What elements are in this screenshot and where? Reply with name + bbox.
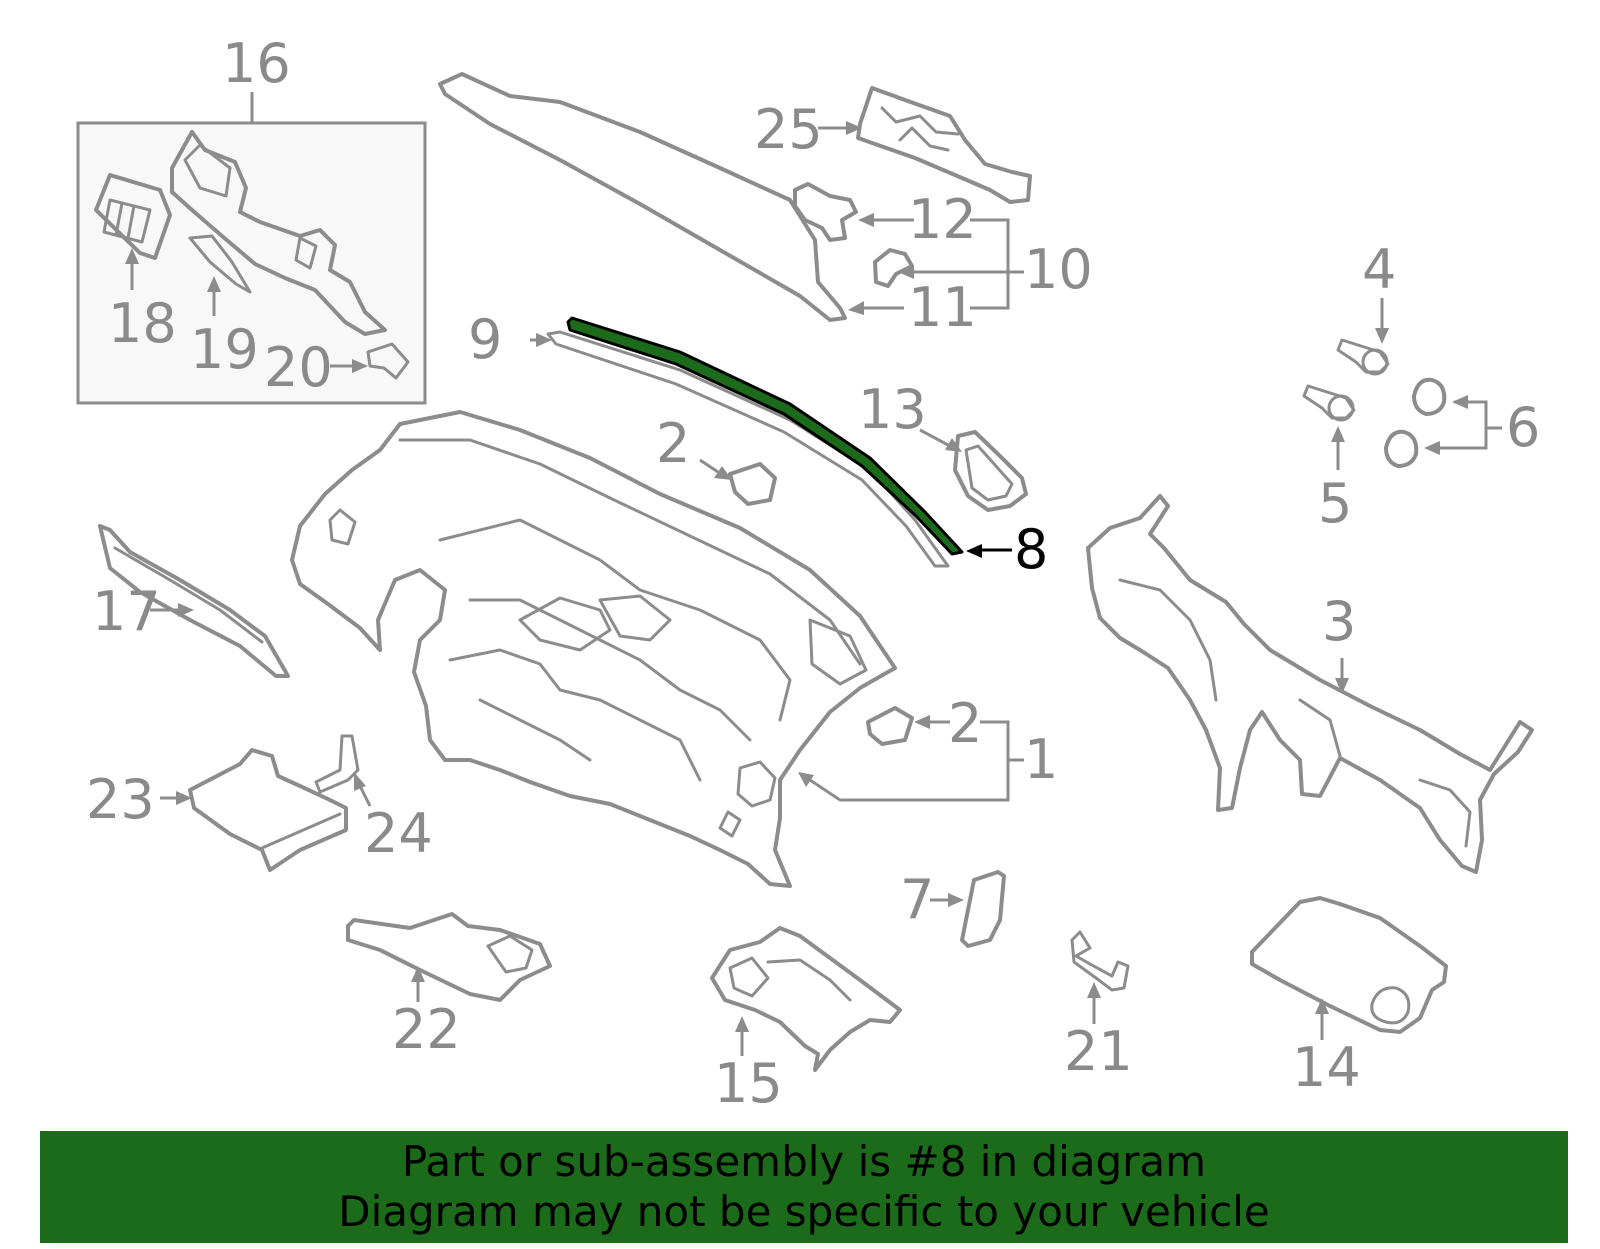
part-4-bolt [1336,338,1390,376]
callout-17: 17 [92,580,161,643]
callout-25: 25 [754,98,823,161]
part-7-trim [960,870,1006,948]
callout-10: 10 [1024,238,1093,301]
part-21-bracket [1070,930,1130,992]
part-23-duct [188,748,348,872]
callout-13: 13 [858,378,927,441]
callout-11: 11 [908,276,977,339]
callout-2-bottom: 2 [948,692,982,755]
part-12-clip [793,182,858,242]
callout-2-top: 2 [656,412,690,475]
callout-3: 3 [1322,590,1356,653]
callout-22: 22 [392,998,461,1061]
callout-12: 12 [908,188,977,251]
leader-lines [125,121,1502,1056]
part-2-clip-top [728,462,777,506]
callout-15: 15 [714,1052,783,1115]
banner-line-part: Part or sub-assembly is #8 in diagram [401,1137,1207,1186]
part-14-glovebox [1250,896,1448,1034]
part-1-instrument-panel [290,410,897,888]
part-25-bracket [856,86,1032,204]
callout-16: 16 [222,32,291,95]
callout-23: 23 [86,768,155,831]
callout-1: 1 [1024,728,1058,791]
callout-5: 5 [1318,472,1352,535]
part-top-cover [438,72,847,322]
part-9-strip [546,330,950,568]
part-11-clip [873,248,914,288]
part-24-bracket [314,734,360,794]
part-6-caps [1384,377,1447,468]
part-2-clip-bottom [866,706,914,746]
part-22-cover [346,912,552,1002]
callout-20: 20 [264,336,333,399]
callout-19: 19 [190,318,259,381]
callout-14: 14 [1292,1036,1361,1099]
notice-banner: Part or sub-assembly is #8 in diagram Di… [40,1131,1568,1243]
part-8-highlighted [566,316,964,556]
part-15-bezel [710,926,902,1072]
callout-18: 18 [108,292,177,355]
callout-24: 24 [364,802,433,865]
callout-6: 6 [1506,396,1540,459]
callout-4: 4 [1362,238,1396,301]
callout-21: 21 [1064,1020,1133,1083]
banner-line-disclaimer: Diagram may not be specific to your vehi… [338,1187,1270,1236]
part-17-trim [98,524,290,678]
part-5-bolt [1302,384,1356,422]
part-13-grille [953,430,1028,512]
callout-labels: 16 25 12 10 11 9 4 18 19 20 13 6 2 5 8 1… [86,32,1540,1115]
callout-9: 9 [468,308,502,371]
callout-8-highlighted: 8 [1014,518,1048,581]
part-3-beam [1086,494,1534,874]
callout-7: 7 [900,868,934,931]
